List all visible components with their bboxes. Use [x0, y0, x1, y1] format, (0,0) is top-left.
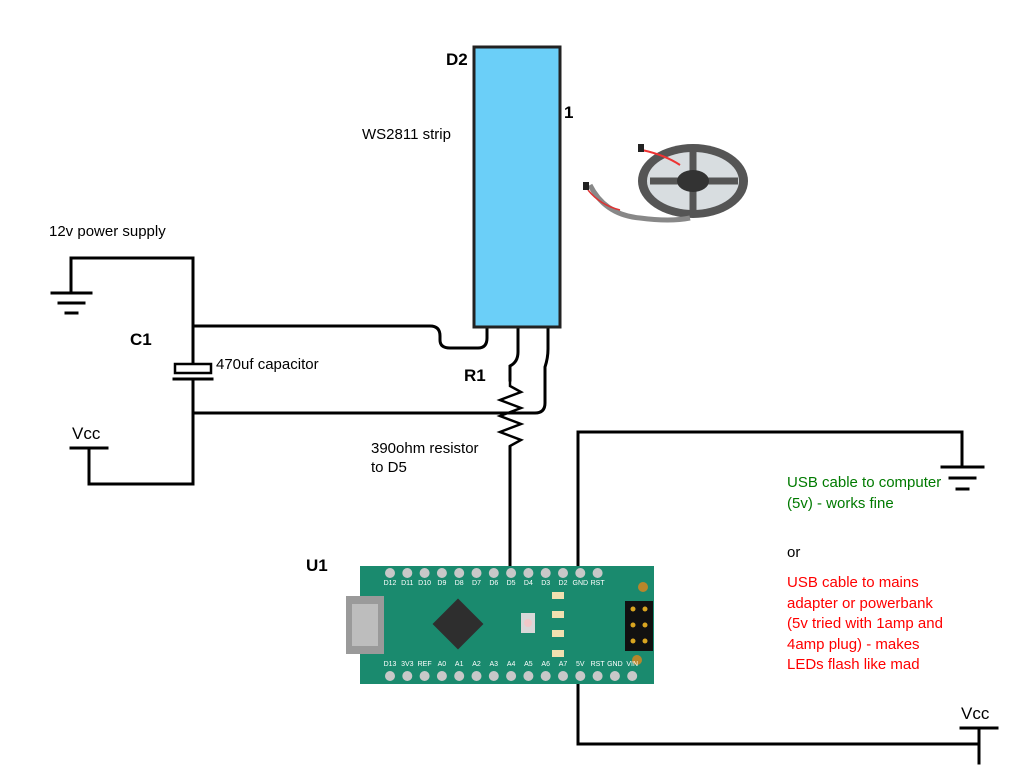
bottom-pin-label: A5: [524, 661, 533, 668]
wire-strip-data: [508, 324, 520, 382]
bottom-pin-a2[interactable]: [471, 671, 482, 681]
bottom-pin-label: A1: [455, 661, 464, 668]
bottom-pin-a5[interactable]: [523, 671, 534, 681]
vcc-right-label: Vcc: [961, 704, 990, 723]
resistor-ref-label: R1: [464, 366, 486, 385]
bottom-pin-a0[interactable]: [436, 671, 447, 681]
bottom-pin-a3[interactable]: [488, 671, 499, 681]
bottom-pin-vin[interactable]: [627, 671, 638, 681]
wire-cap-to-vcc: [87, 377, 195, 486]
bottom-pin-label: A6: [541, 661, 550, 668]
arduino-ref-label: U1: [306, 556, 328, 575]
bottom-pin-label: A7: [559, 661, 568, 668]
bottom-pin-3v3[interactable]: [402, 671, 413, 681]
top-pin-d7[interactable]: [471, 568, 482, 578]
resistor-value-label: 390ohm resistor: [371, 440, 479, 457]
note-works-fine: USB cable to computer (5v) - works fine: [787, 474, 942, 512]
top-pin-d5[interactable]: [506, 568, 517, 578]
bottom-pin-label: A3: [490, 661, 499, 668]
strip-ref-label: D2: [446, 50, 468, 69]
bottom-pin-label: GND: [607, 661, 623, 668]
bottom-pin-label: A2: [472, 661, 481, 668]
top-pin-label: GND: [573, 580, 589, 587]
top-pin-label: D5: [507, 580, 516, 587]
led-reel-image: [583, 144, 748, 223]
top-pin-label: D9: [437, 580, 446, 587]
bottom-pin-label: REF: [418, 661, 432, 668]
capacitor-ref-label: C1: [130, 330, 152, 349]
wire-to-strip-gnd: [191, 324, 550, 415]
bottom-pin-label: A4: [507, 661, 516, 668]
strip-pin-label: 1: [564, 103, 574, 122]
bottom-pin-gnd[interactable]: [609, 671, 620, 681]
bottom-pin-a6[interactable]: [540, 671, 551, 681]
bottom-pin-label: RST: [591, 661, 606, 668]
resistor-target-label: to D5: [371, 459, 407, 476]
top-pin-label: D4: [524, 580, 533, 587]
top-pin-d3[interactable]: [540, 568, 551, 578]
top-pin-label: D2: [559, 580, 568, 587]
top-pin-label: D7: [472, 580, 481, 587]
bottom-pin-rst[interactable]: [592, 671, 603, 681]
note-flashes: USB cable to mains adapter or powerbank …: [787, 574, 943, 673]
bottom-pin-a1[interactable]: [454, 671, 465, 681]
bottom-pin-label: 3V3: [401, 661, 414, 668]
wire-ground-to-supply: [69, 256, 195, 367]
top-pin-rst[interactable]: [592, 568, 603, 578]
ws2811-strip-block[interactable]: [472, 45, 562, 329]
top-pin-label: D6: [489, 580, 498, 587]
vcc-left-label: Vcc: [72, 424, 101, 443]
top-pin-label: D8: [455, 580, 464, 587]
power-supply-label: 12v power supply: [49, 223, 166, 240]
bottom-pin-ref[interactable]: [419, 671, 430, 681]
top-pin-d10[interactable]: [419, 568, 430, 578]
bottom-pin-label: A0: [438, 661, 447, 668]
top-pin-d2[interactable]: [558, 568, 568, 578]
top-pin-gnd[interactable]: [575, 568, 586, 578]
top-pin-d11[interactable]: [402, 568, 413, 578]
note-or: or: [787, 544, 801, 561]
resistor-zigzag: [496, 378, 525, 449]
bottom-pin-label: 5V: [576, 661, 585, 668]
microcontroller-chip: [432, 598, 484, 650]
top-pin-label: D11: [401, 580, 413, 587]
bottom-pin-label: D13: [384, 661, 397, 668]
bottom-pin-d13[interactable]: [385, 671, 395, 681]
wire-to-strip-power: [191, 324, 489, 350]
top-pin-d12[interactable]: [385, 568, 395, 578]
top-pin-d4[interactable]: [523, 568, 534, 578]
bottom-pin-label: VIN: [626, 661, 638, 668]
top-pin-d9[interactable]: [436, 568, 447, 578]
top-pin-label: D12: [384, 580, 397, 587]
wire-gnd-right: [576, 430, 964, 573]
capacitor-value-label: 470uf capacitor: [216, 356, 319, 373]
top-pin-label: D10: [418, 580, 431, 587]
wire-5v-vcc: [576, 673, 981, 746]
capacitor-plate-positive: [173, 362, 213, 375]
bottom-pin-a4[interactable]: [506, 671, 517, 681]
bottom-pin-5v[interactable]: [575, 671, 586, 681]
bottom-pin-a7[interactable]: [558, 671, 568, 681]
strip-name-label: WS2811 strip: [362, 126, 451, 143]
top-pin-label: RST: [591, 580, 606, 587]
top-pin-d6[interactable]: [488, 568, 499, 578]
top-pin-d8[interactable]: [454, 568, 465, 578]
top-pin-label: D3: [541, 580, 550, 587]
